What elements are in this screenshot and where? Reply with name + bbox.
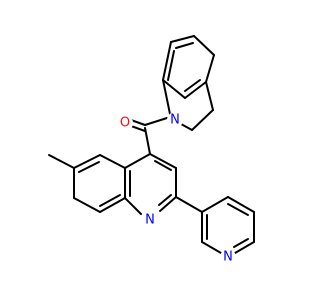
bond bbox=[124, 197, 142, 215]
bond bbox=[227, 196, 255, 213]
atom-label-quinoline-nitrogen: N bbox=[142, 212, 158, 228]
bond bbox=[144, 117, 168, 126]
bond bbox=[73, 197, 101, 213]
bond bbox=[162, 41, 172, 81]
bond bbox=[184, 81, 207, 99]
double-bond-inner bbox=[167, 50, 175, 81]
carbonyl-group bbox=[130, 117, 168, 155]
pyridine-nitrogen-label: N bbox=[223, 250, 233, 265]
bond bbox=[144, 127, 151, 155]
bond bbox=[201, 196, 229, 213]
bond bbox=[99, 197, 126, 213]
double-bond-inner bbox=[184, 79, 201, 92]
bond bbox=[73, 154, 101, 169]
double-bond-inner bbox=[154, 160, 172, 171]
double-bond-inner bbox=[99, 194, 121, 207]
quinoline-benzene-ring bbox=[73, 154, 126, 213]
oxygen-label: O bbox=[120, 116, 130, 131]
indoline-benzene-ring bbox=[162, 35, 215, 99]
double-bond-inner bbox=[175, 42, 194, 49]
bond bbox=[205, 54, 215, 83]
bond bbox=[159, 196, 177, 212]
pyridyl-ring bbox=[175, 196, 255, 254]
atom-label-oxygen: O bbox=[117, 115, 133, 131]
methyl-group bbox=[48, 154, 75, 169]
bond bbox=[162, 79, 186, 99]
quinoline-nitrogen-label: N bbox=[145, 213, 155, 228]
bond bbox=[149, 153, 177, 169]
bond bbox=[191, 109, 214, 131]
bond bbox=[193, 35, 215, 56]
double-bond-inner bbox=[227, 203, 249, 216]
double-bond-inner bbox=[158, 194, 172, 206]
bond bbox=[48, 154, 75, 169]
bond bbox=[234, 241, 255, 254]
atom-label-indoline-nitrogen: N bbox=[167, 112, 183, 128]
bond bbox=[201, 241, 222, 254]
carbonyl-double-bond bbox=[130, 119, 146, 126]
molecule-canvas: O N N N bbox=[48, 35, 255, 265]
bond bbox=[170, 35, 195, 43]
bond bbox=[180, 123, 193, 131]
double-bond-inner bbox=[233, 238, 249, 248]
bond bbox=[124, 153, 151, 169]
carbonyl-double-bond bbox=[130, 125, 146, 132]
bond bbox=[99, 154, 126, 169]
bond bbox=[205, 81, 214, 111]
indoline-nitrogen-label: N bbox=[170, 113, 180, 128]
bond bbox=[175, 196, 203, 213]
atom-label-pyridine-nitrogen: N bbox=[220, 249, 236, 265]
double-bond-inner bbox=[78, 161, 100, 173]
bond bbox=[162, 79, 171, 115]
molecule-structure: O N N N bbox=[48, 35, 255, 265]
indoline-pyrrolidine-ring bbox=[162, 79, 214, 131]
quinoline-pyridine-ring bbox=[124, 153, 177, 215]
